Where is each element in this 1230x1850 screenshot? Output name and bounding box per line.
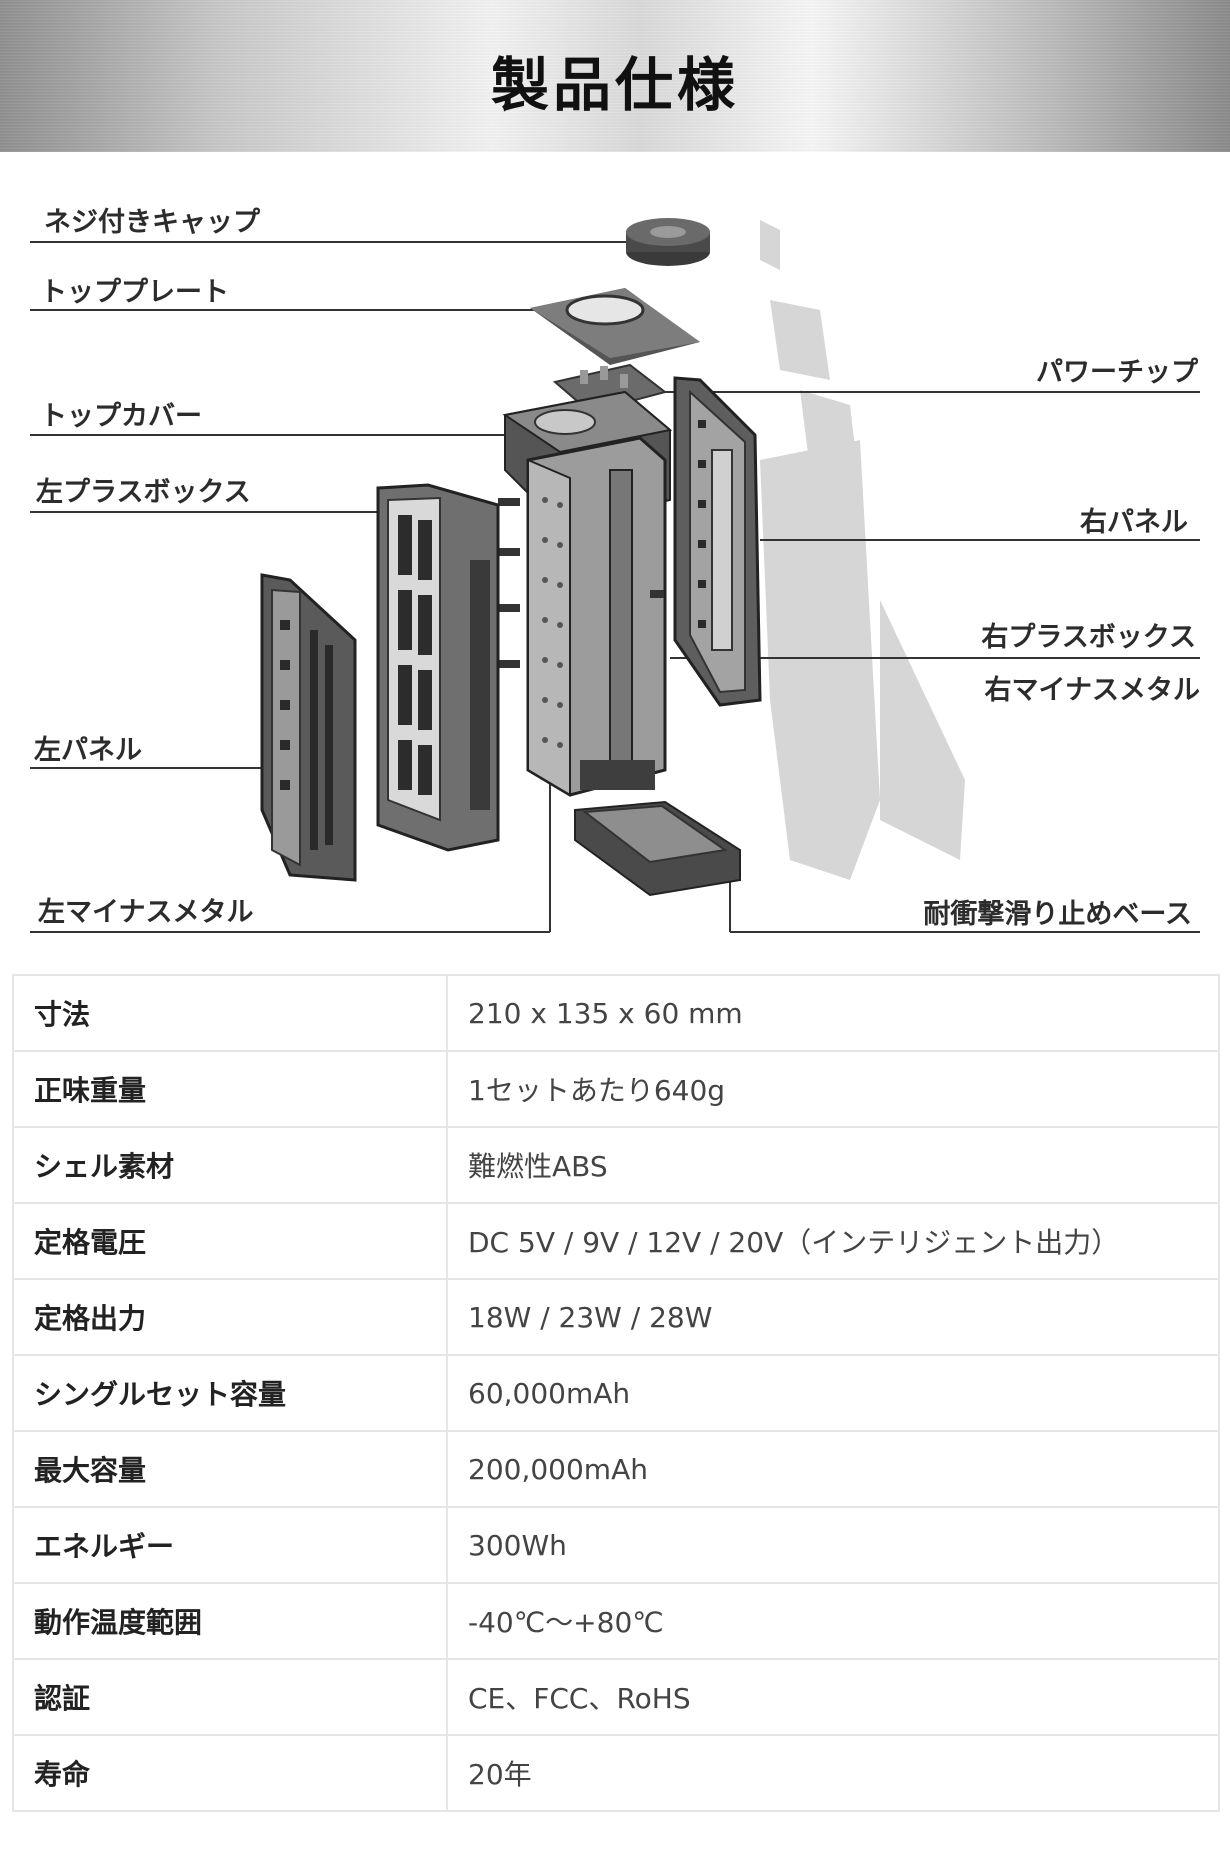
spec-key: シングルセット容量 bbox=[12, 1354, 448, 1432]
spec-value: 200,000mAh bbox=[446, 1430, 1220, 1508]
spec-key: 定格電圧 bbox=[12, 1202, 448, 1280]
page-title: 製品仕様 bbox=[490, 51, 739, 119]
label-left-minus-metal: 左マイナスメタル bbox=[38, 897, 254, 928]
exploded-diagram: ネジ付きキャップ トッププレート パワーチップ トップカバー 左プラスボックス … bbox=[0, 160, 1230, 950]
spec-key: エネルギー bbox=[12, 1506, 448, 1584]
spec-key: シェル素材 bbox=[12, 1126, 448, 1204]
screws-drawing bbox=[498, 498, 664, 668]
spec-value: 300Wh bbox=[446, 1506, 1220, 1584]
diagram-illustration bbox=[30, 218, 1200, 933]
table-row: 動作温度範囲-40℃～+80℃ bbox=[12, 1582, 1220, 1660]
spec-key: 寿命 bbox=[12, 1734, 448, 1812]
spec-value: -40℃～+80℃ bbox=[446, 1582, 1220, 1660]
label-right-minus-metal: 右マイナスメタル bbox=[984, 675, 1200, 706]
drop-shadow bbox=[760, 220, 965, 880]
spec-key: 動作温度範囲 bbox=[12, 1582, 448, 1660]
spec-value: 18W / 23W / 28W bbox=[446, 1278, 1220, 1356]
table-row: シェル素材難燃性ABS bbox=[12, 1126, 1220, 1204]
spec-value: 20年 bbox=[446, 1734, 1220, 1812]
spec-value: 60,000mAh bbox=[446, 1354, 1220, 1432]
right-panel-drawing bbox=[673, 376, 762, 707]
label-left-plus-box: 左プラスボックス bbox=[36, 477, 251, 508]
spec-key: 正味重量 bbox=[12, 1050, 448, 1128]
center-body-drawing bbox=[526, 436, 667, 797]
label-power-chip: パワーチップ bbox=[1036, 357, 1198, 388]
label-base: 耐衝撃滑り止めベース bbox=[923, 899, 1192, 930]
left-plus-box-drawing bbox=[376, 483, 500, 852]
header-banner: 製品仕様 bbox=[0, 0, 1230, 152]
spec-key: 寸法 bbox=[12, 974, 448, 1052]
screw-cap-drawing bbox=[626, 218, 710, 266]
left-panel-drawing bbox=[260, 573, 357, 882]
spec-value: CE、FCC、RoHS bbox=[446, 1658, 1220, 1736]
label-right-plus-box: 右プラスボックス bbox=[981, 622, 1196, 653]
label-top-cover: トップカバー bbox=[40, 401, 202, 432]
spec-value: 1セットあたり640g bbox=[446, 1050, 1220, 1128]
spec-value: DC 5V / 9V / 12V / 20V（インテリジェント出力） bbox=[446, 1202, 1220, 1280]
spec-value: 難燃性ABS bbox=[446, 1126, 1220, 1204]
spec-key: 定格出力 bbox=[12, 1278, 448, 1356]
label-top-plate: トッププレート bbox=[40, 277, 229, 308]
spec-key: 認証 bbox=[12, 1658, 448, 1736]
base-drawing bbox=[574, 800, 741, 897]
spec-value: 210 x 135 x 60 mm bbox=[446, 974, 1220, 1052]
spec-key: 最大容量 bbox=[12, 1430, 448, 1508]
top-plate-drawing bbox=[530, 288, 700, 365]
label-screw-cap: ネジ付きキャップ bbox=[44, 207, 260, 238]
label-left-panel: 左パネル bbox=[34, 735, 142, 766]
label-right-panel: 右パネル bbox=[1080, 507, 1188, 538]
